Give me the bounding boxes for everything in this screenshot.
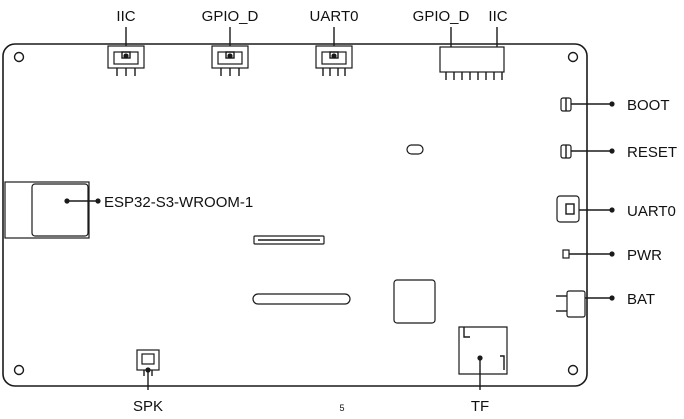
- lcd-fpc-connector: [253, 235, 325, 245]
- label-gpio-d-right: GPIO_D: [413, 8, 470, 25]
- long-slot: [252, 293, 351, 305]
- boot-button: [560, 97, 615, 112]
- speaker-connector: [136, 349, 160, 390]
- label-iic-left: IIC: [116, 8, 135, 25]
- connector-gpio-d-iic-right: [439, 27, 505, 80]
- label-esp32-module: ESP32-S3-WROOM-1: [104, 194, 253, 211]
- reset-button: [560, 144, 615, 159]
- usb-uart0-right: [556, 195, 615, 223]
- label-boot: BOOT: [627, 97, 670, 114]
- label-tf: TF: [471, 398, 489, 415]
- page-number: 5: [339, 403, 344, 413]
- connector-gpio-d-left: [211, 27, 249, 76]
- mounting-hole-top-left: [13, 51, 25, 63]
- mounting-hole-bottom-right: [567, 364, 579, 376]
- esp32-module: [4, 181, 101, 239]
- label-bat: BAT: [627, 291, 655, 308]
- label-uart0-top: UART0: [310, 8, 359, 25]
- mounting-hole-top-right: [567, 51, 579, 63]
- mounting-hole-bottom-left: [13, 364, 25, 376]
- label-uart0-right: UART0: [627, 203, 676, 220]
- square-chip: [393, 279, 436, 324]
- label-pwr: PWR: [627, 247, 662, 264]
- oval-hole: [406, 144, 424, 155]
- board-outline: [2, 43, 588, 387]
- battery-connector: [556, 290, 615, 318]
- connector-uart0-top: [315, 27, 353, 76]
- connector-iic-left: [107, 27, 145, 76]
- label-iic-right: IIC: [488, 8, 507, 25]
- label-gpio-d-left: GPIO_D: [202, 8, 259, 25]
- pwr-led: [562, 249, 615, 259]
- tf-card-slot: [458, 326, 508, 390]
- label-reset: RESET: [627, 144, 677, 161]
- label-spk: SPK: [133, 398, 163, 415]
